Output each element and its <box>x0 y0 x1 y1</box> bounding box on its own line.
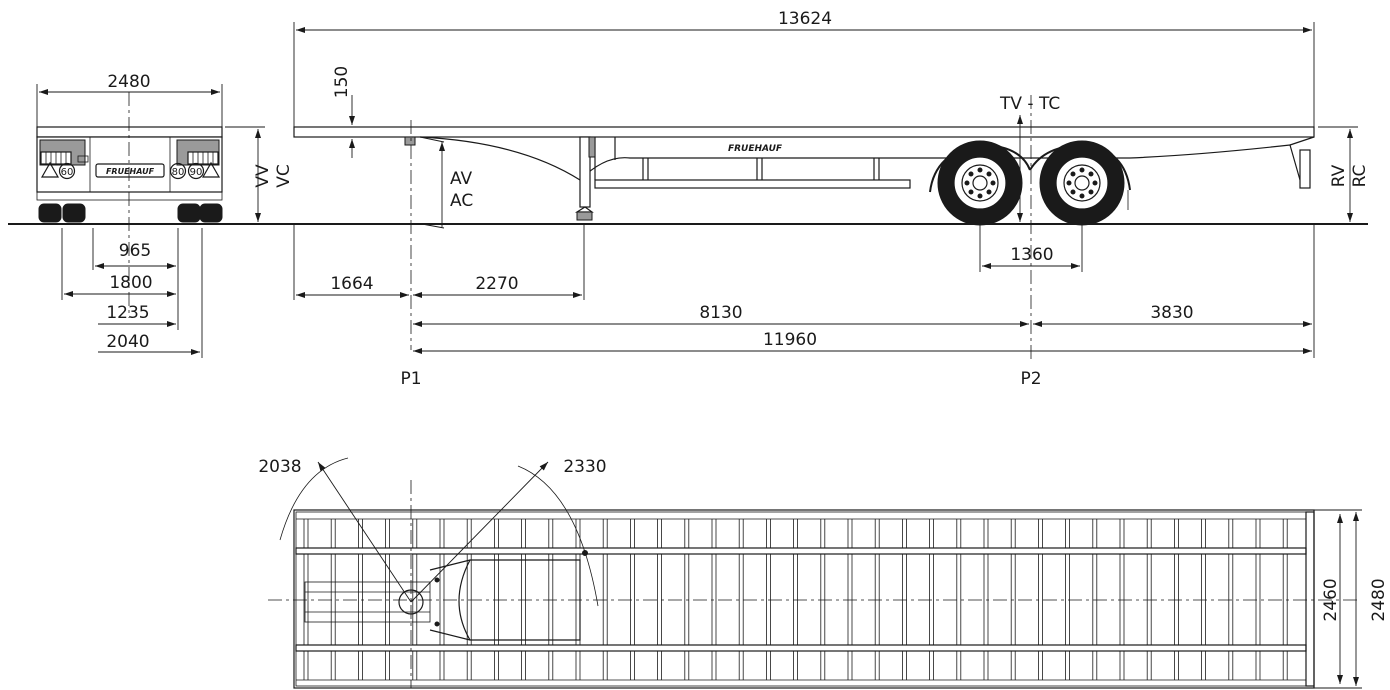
speed-sign-80-label: 80 <box>172 167 185 178</box>
top-frame <box>293 509 1315 689</box>
rear-brand-logo: FRUEHAUF <box>106 167 155 176</box>
dim-radius-2330: 2330 <box>563 457 606 477</box>
dim-rear-2040: 2040 <box>106 332 149 352</box>
dim-rear-width: 2480 <box>107 72 150 92</box>
king-pin <box>404 136 416 146</box>
dim-radius-2038: 2038 <box>258 457 301 477</box>
dim-axle-spread: 1360 <box>1010 245 1053 265</box>
label-p1: P1 <box>400 369 421 389</box>
rear-view: 60 80 90 FRUEHAUF 2480 965 1800 1235 204… <box>36 72 294 358</box>
wheel-rear <box>1039 140 1125 226</box>
label-vc: VC <box>274 164 294 188</box>
dim-rear-965: 965 <box>119 241 151 261</box>
top-view: 2038 2330 2460 2480 <box>258 457 1389 689</box>
label-rv: RV <box>1329 164 1349 187</box>
label-av: AV <box>450 169 473 189</box>
speed-sign-90 <box>187 162 205 180</box>
wheel-front <box>937 140 1023 226</box>
dim-overall-length: 13624 <box>778 9 832 29</box>
dim-1664: 1664 <box>330 274 373 294</box>
speed-sign-60-label: 60 <box>61 167 74 178</box>
label-ac: AC <box>450 191 473 211</box>
dim-8130: 8130 <box>699 303 742 323</box>
dim-2270: 2270 <box>475 274 518 294</box>
side-view: FRUEHAUF <box>293 9 1370 389</box>
reflector-right-icon <box>201 161 221 178</box>
reflector-left-icon <box>40 161 60 178</box>
dim-rear-1800: 1800 <box>109 273 152 293</box>
speed-sign-90-label: 90 <box>190 167 203 178</box>
label-p2: P2 <box>1020 369 1041 389</box>
dim-11960: 11960 <box>763 330 817 350</box>
deck <box>293 126 1315 138</box>
label-tv-tc: TV - TC <box>999 94 1060 114</box>
label-vv: VV <box>253 164 273 188</box>
speed-sign-60 <box>58 162 76 180</box>
rear-plate <box>95 163 165 178</box>
speed-sign-80 <box>169 162 187 180</box>
dim-top-outer-width: 2480 <box>1369 578 1389 621</box>
label-rc: RC <box>1350 165 1370 188</box>
dim-rear-1235: 1235 <box>106 303 149 323</box>
dim-deck-thickness: 150 <box>332 66 352 98</box>
side-brand-logo: FRUEHAUF <box>728 144 783 154</box>
dim-3830: 3830 <box>1150 303 1193 323</box>
dim-top-inner-width: 2460 <box>1321 578 1341 621</box>
